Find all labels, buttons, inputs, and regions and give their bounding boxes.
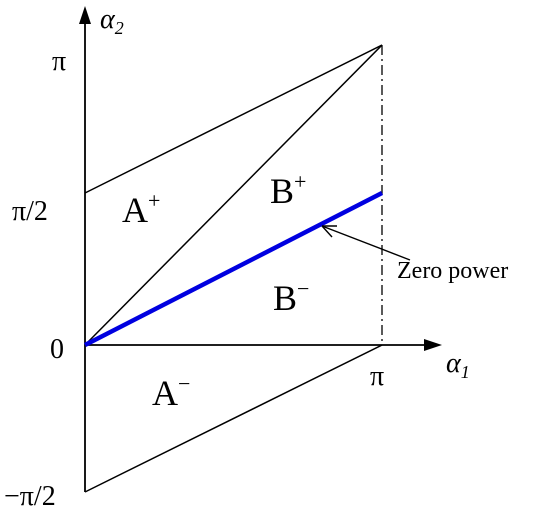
lower-boundary-line bbox=[84, 344, 383, 493]
zero-power-label: Zero power bbox=[397, 258, 508, 284]
y-tick-neg-half-pi: −π/2 bbox=[4, 481, 56, 512]
region-label-b-minus: B− bbox=[273, 276, 309, 318]
y-tick-half-pi: π/2 bbox=[12, 196, 48, 227]
region-label-a-minus: A− bbox=[152, 371, 190, 413]
diagonal-line bbox=[84, 44, 383, 346]
zero-power-pointer-arrow-icon bbox=[321, 225, 337, 238]
y-axis-label: α2 bbox=[100, 4, 124, 38]
y-axis-arrow-icon bbox=[79, 6, 91, 24]
x-tick-pi: π bbox=[370, 361, 384, 392]
zero-power-pointer bbox=[321, 225, 411, 261]
zero-power-line bbox=[83, 190, 384, 348]
region-label-a-plus: A+ bbox=[122, 188, 160, 230]
x-axis-label: α1 bbox=[446, 348, 470, 382]
region-label-b-plus: B+ bbox=[270, 169, 306, 211]
origin-label: 0 bbox=[50, 334, 64, 365]
y-tick-pi: π bbox=[52, 46, 66, 77]
x-axis-arrow-icon bbox=[424, 339, 442, 351]
upper-boundary-line bbox=[84, 44, 383, 194]
